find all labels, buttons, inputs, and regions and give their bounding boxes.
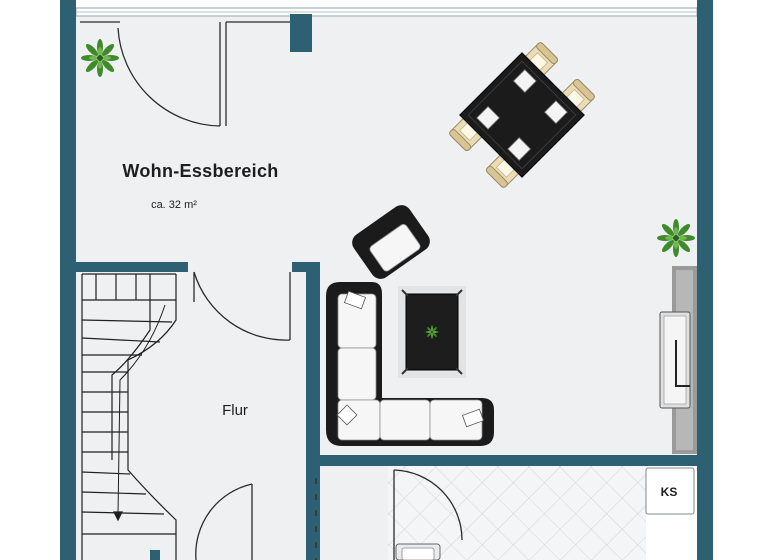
plant-icon bbox=[81, 39, 119, 77]
kitchen-edge-floor bbox=[320, 466, 388, 560]
room-title-storage: KS bbox=[660, 485, 678, 499]
walls bbox=[60, 0, 713, 560]
room-title-living: Wohn-Essbereich bbox=[122, 161, 279, 181]
radiator-icon bbox=[659, 266, 697, 454]
coffee-table bbox=[398, 286, 466, 378]
room-area-living: ca. 32 m² bbox=[151, 199, 197, 211]
door-entrance bbox=[80, 21, 290, 127]
door-kitchen bbox=[315, 469, 463, 560]
window-top bbox=[75, 7, 698, 17]
door-hallway bbox=[193, 271, 291, 341]
storage-box bbox=[645, 467, 695, 515]
plant-icon bbox=[657, 219, 695, 257]
room-title-hallway: Flur bbox=[222, 402, 248, 419]
door-lower bbox=[195, 483, 253, 560]
sink bbox=[395, 543, 441, 560]
sofa bbox=[326, 282, 494, 446]
armchair bbox=[352, 205, 430, 279]
dining-set bbox=[447, 40, 597, 190]
staircase bbox=[81, 273, 177, 560]
